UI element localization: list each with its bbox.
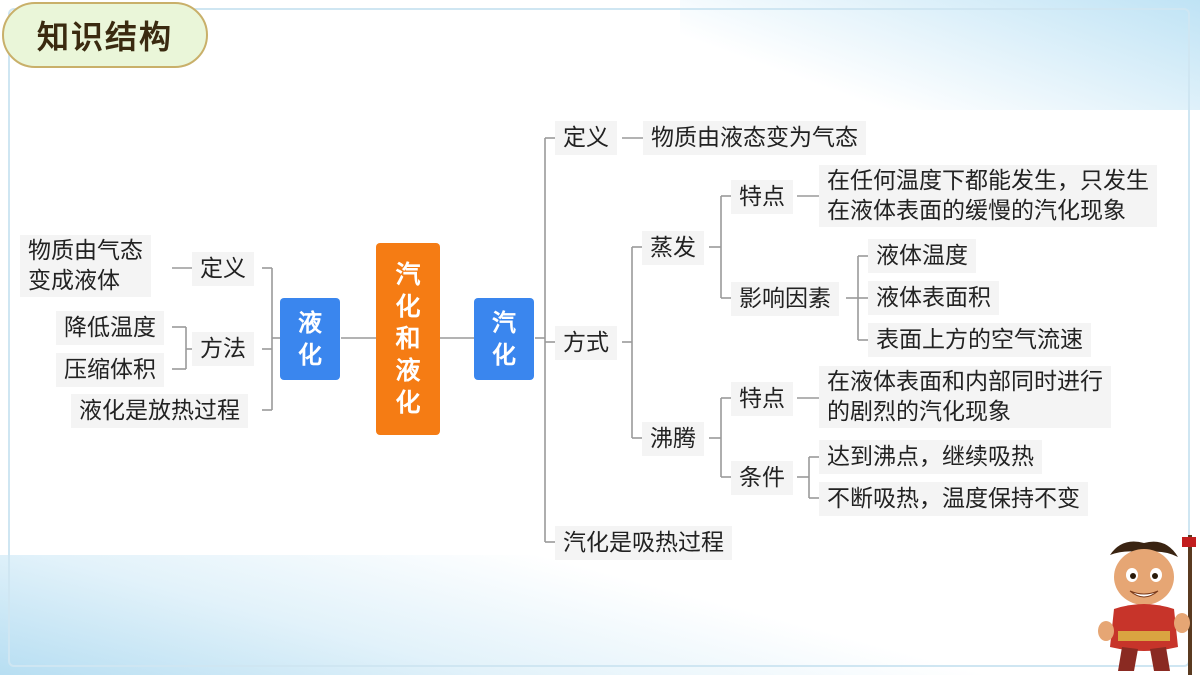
left-method-item-1: 降低温度 [56, 311, 164, 345]
boiling-feature-label: 特点 [731, 382, 793, 416]
right-definition-text: 物质由液态变为气态 [643, 121, 866, 155]
slide-frame [8, 8, 1190, 667]
condition-item-2: 不断吸热，温度保持不变 [819, 482, 1088, 516]
title-badge: 知识结构 [2, 2, 208, 68]
evaporation-label: 蒸发 [642, 231, 704, 265]
boiling-condition-label: 条件 [731, 461, 793, 495]
evaporation-feature-text: 在任何温度下都能发生，只发生 在液体表面的缓慢的汽化现象 [819, 165, 1157, 227]
factor-item-1: 液体温度 [868, 239, 976, 273]
center-label: 汽 化 和 液 化 [395, 260, 421, 417]
left-method-label: 方法 [192, 332, 254, 366]
left-definition-text: 物质由气态 变成液体 [20, 235, 151, 297]
vaporization-label: 汽 化 [492, 309, 516, 369]
factor-item-2: 液体表面积 [868, 281, 999, 315]
factor-item-3: 表面上方的空气流速 [868, 323, 1091, 357]
boiling-label: 沸腾 [642, 422, 704, 456]
boiling-feature-text: 在液体表面和内部同时进行 的剧烈的汽化现象 [819, 366, 1111, 428]
decorative-bottom-wave [0, 555, 1200, 675]
vaporization-node: 汽 化 [474, 298, 534, 380]
left-method-item-2: 压缩体积 [56, 353, 164, 387]
right-note: 汽化是吸热过程 [555, 526, 732, 560]
evaporation-feature-label: 特点 [731, 180, 793, 214]
right-definition-label: 定义 [555, 121, 617, 155]
evaporation-factors-label: 影响因素 [731, 282, 839, 316]
liquefaction-label: 液 化 [298, 309, 322, 369]
slide-title: 知识结构 [36, 18, 173, 56]
cartoon-character-illustration [1098, 535, 1196, 675]
decorative-top-wave [680, 0, 1200, 110]
ways-label: 方式 [555, 326, 617, 360]
condition-item-1: 达到沸点，继续吸热 [819, 440, 1042, 474]
liquefaction-node: 液 化 [280, 298, 340, 380]
left-note: 液化是放热过程 [71, 394, 248, 428]
left-definition-label: 定义 [192, 252, 254, 286]
center-node: 汽 化 和 液 化 [376, 243, 440, 435]
